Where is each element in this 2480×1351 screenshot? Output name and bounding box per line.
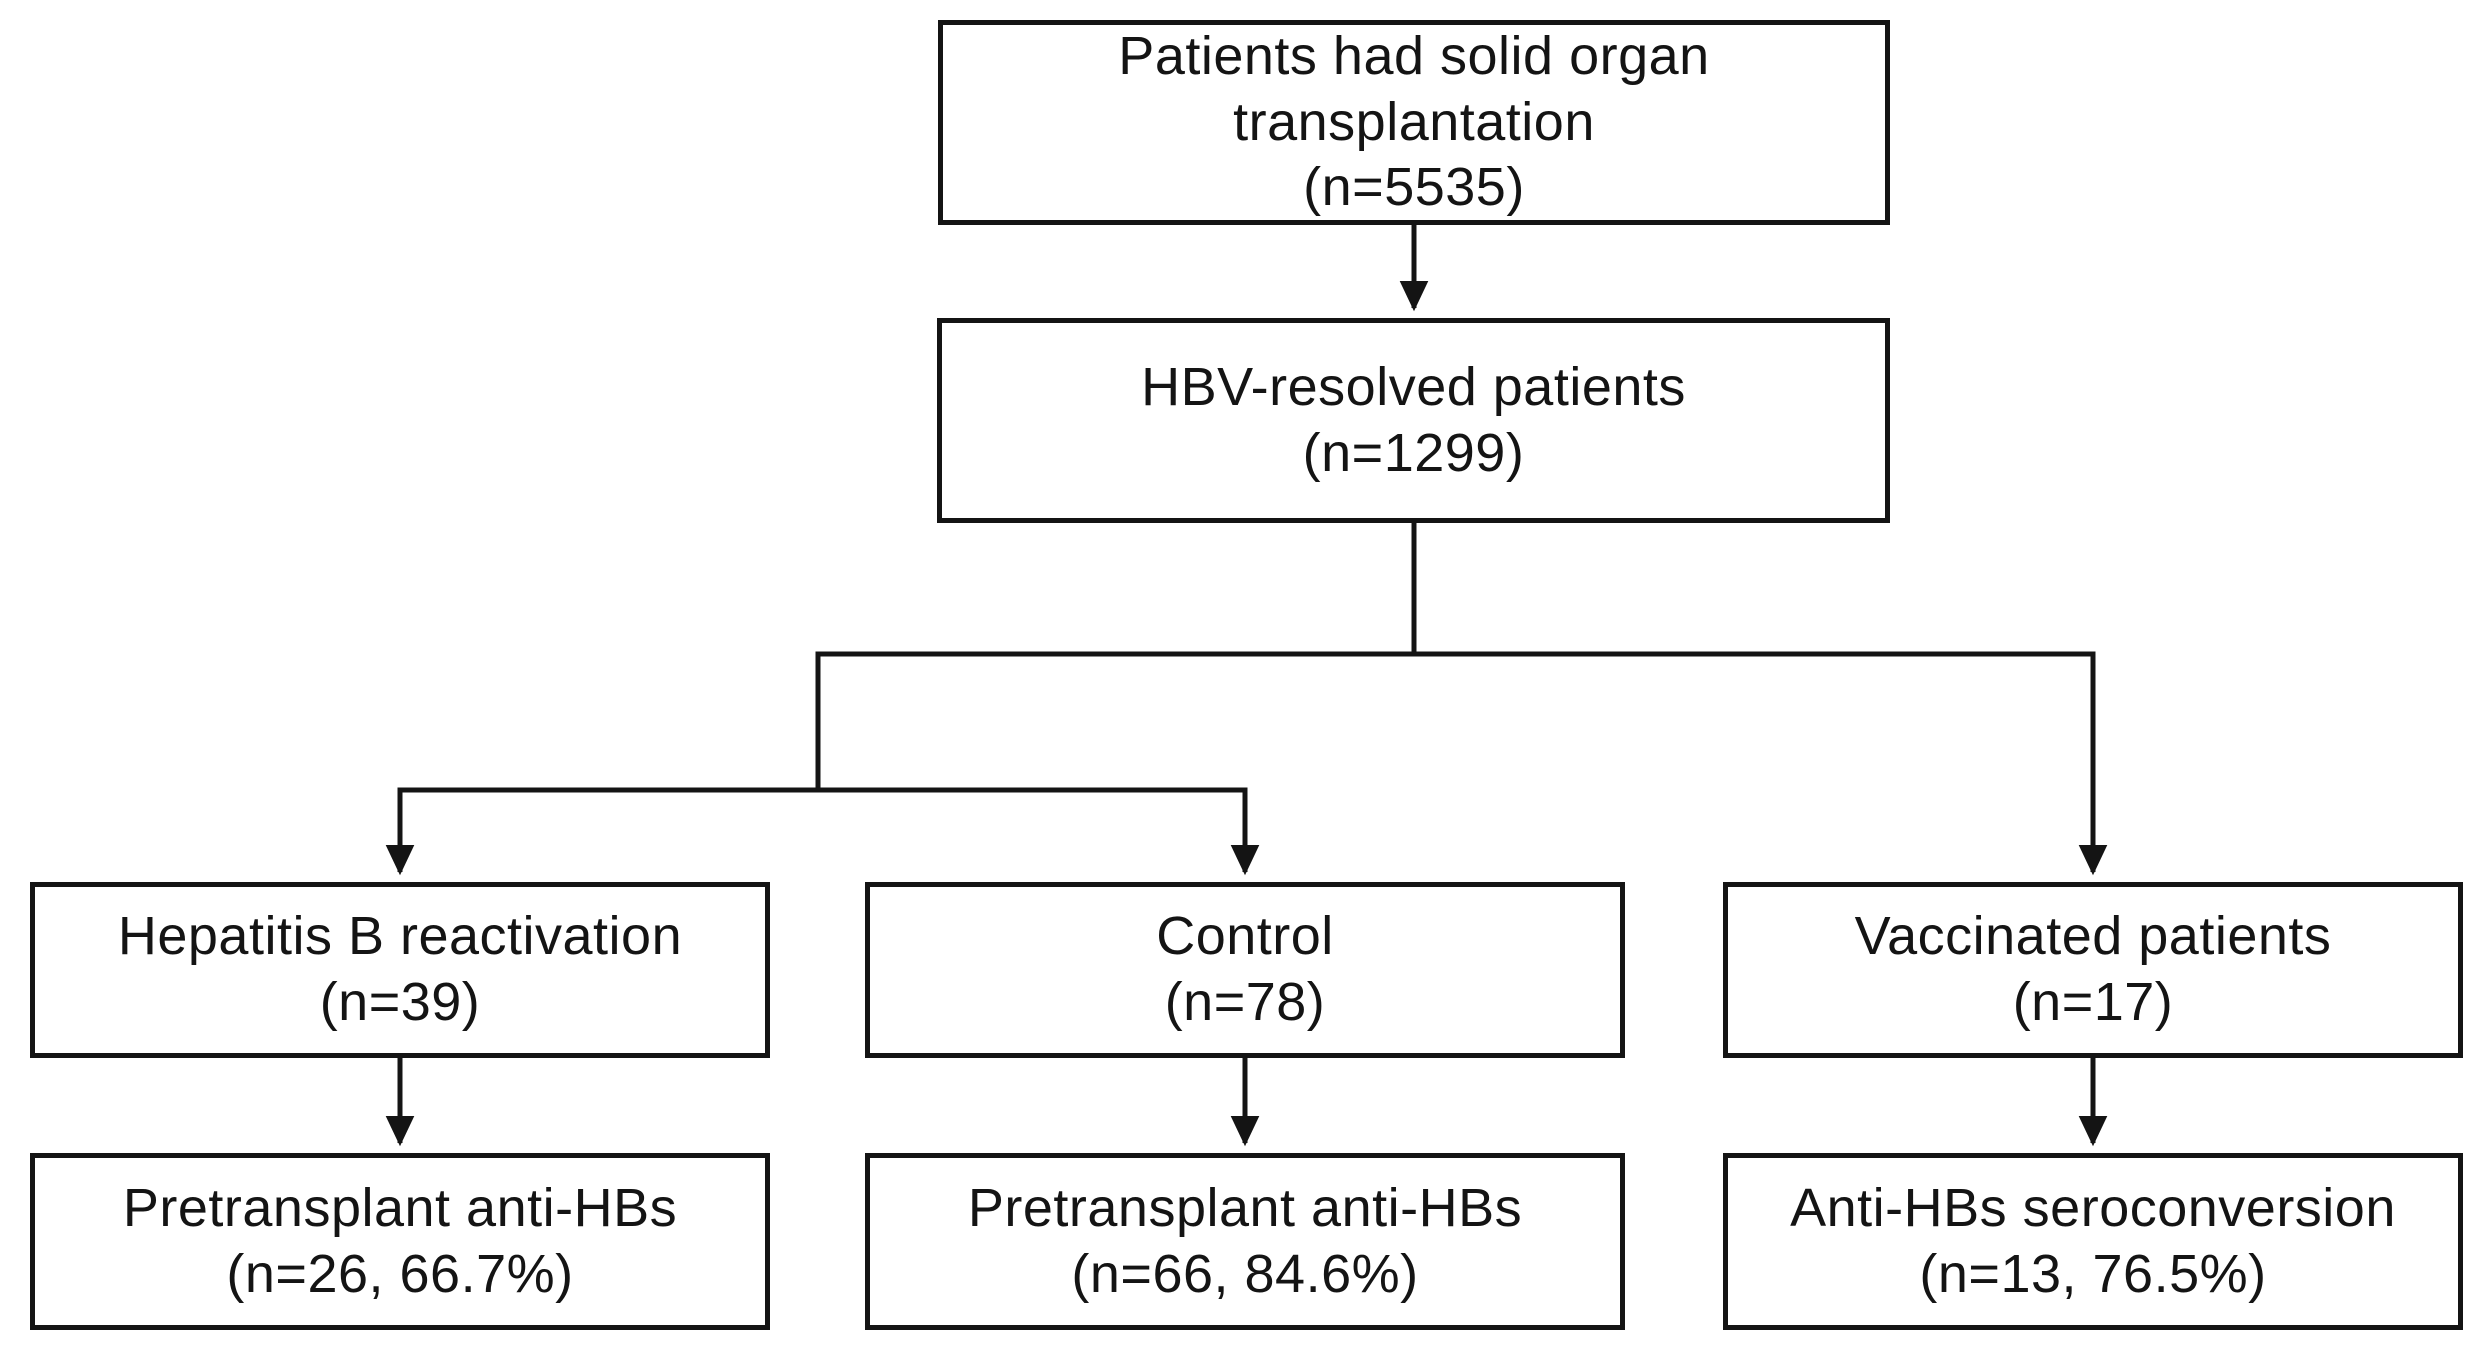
node-reactivation-label: Hepatitis B reactivation [117, 906, 683, 967]
node-vaccinated-count: (n=17) [2012, 972, 2174, 1032]
node-reactivation-count: (n=39) [319, 972, 481, 1032]
node-vaccinated-seroconversion: Anti-HBs seroconversion (n=13, 76.5%) [1723, 1153, 2463, 1330]
node-control-antihbs-label: Pretransplant anti-HBs [967, 1177, 1523, 1238]
node-reactivation: Hepatitis B reactivation (n=39) [30, 882, 770, 1058]
node-transplant-line-1: Patients had solid organ [1118, 25, 1710, 86]
node-vaccinated-label: Vaccinated patients [1854, 906, 2332, 967]
node-hbv-resolved-label: HBV-resolved patients [1141, 356, 1686, 417]
node-control-antihbs: Pretransplant anti-HBs (n=66, 84.6%) [865, 1153, 1625, 1330]
node-vaccinated: Vaccinated patients (n=17) [1723, 882, 2463, 1058]
node-hbv-resolved-count: (n=1299) [1302, 422, 1525, 483]
node-control-label: Control [1156, 906, 1334, 967]
node-control-count: (n=78) [1164, 972, 1326, 1032]
node-vaccinated-seroconversion-label: Anti-HBs seroconversion [1790, 1177, 2396, 1238]
node-control-antihbs-count: (n=66, 84.6%) [1071, 1243, 1419, 1304]
node-reactivation-antihbs-count: (n=26, 66.7%) [226, 1243, 574, 1304]
node-reactivation-antihbs: Pretransplant anti-HBs (n=26, 66.7%) [30, 1153, 770, 1330]
node-transplant-count: (n=5535) [1303, 157, 1525, 218]
node-control: Control (n=78) [865, 882, 1625, 1058]
node-transplant: Patients had solid organ transplantation… [938, 20, 1890, 225]
node-transplant-line-2: transplantation [1233, 91, 1595, 152]
node-hbv-resolved: HBV-resolved patients (n=1299) [937, 318, 1890, 523]
node-vaccinated-seroconversion-count: (n=13, 76.5%) [1919, 1243, 2267, 1304]
connector-trunk-lines [397, 520, 2096, 793]
node-reactivation-antihbs-label: Pretransplant anti-HBs [122, 1177, 678, 1238]
